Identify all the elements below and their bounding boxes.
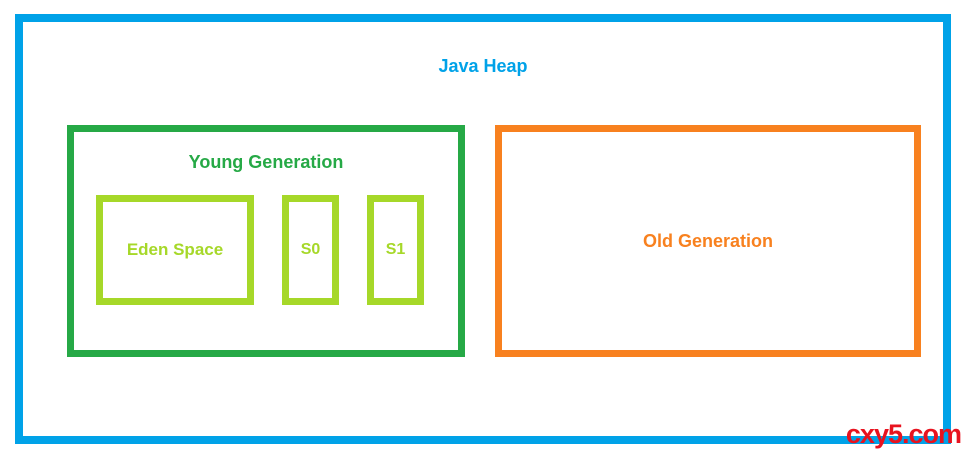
java-heap-title: Java Heap	[438, 56, 528, 76]
old-generation-box: Old Generation	[495, 125, 921, 357]
watermark-text: cxy5.com	[845, 419, 962, 449]
eden-space-box: Eden Space	[96, 195, 254, 305]
young-generation-label: Young Generation	[188, 152, 344, 172]
eden-space-label: Eden Space	[126, 240, 224, 259]
old-generation-label: Old Generation	[642, 230, 774, 251]
survivor-s0-box: S0	[282, 195, 339, 305]
survivor-s1-box: S1	[367, 195, 424, 305]
survivor-s0-label: S0	[300, 241, 321, 258]
young-generation-box: Young Generation	[67, 125, 465, 357]
java-heap-frame	[15, 14, 951, 444]
survivor-s1-label: S1	[385, 241, 406, 258]
